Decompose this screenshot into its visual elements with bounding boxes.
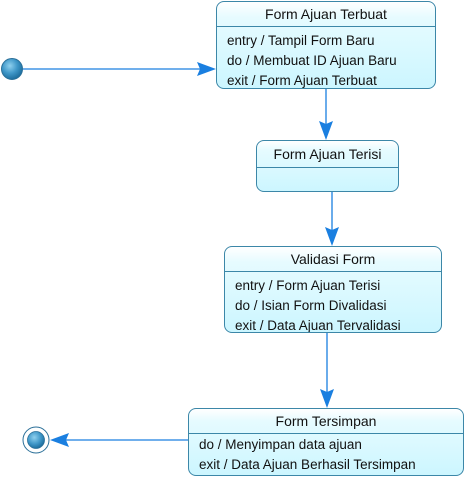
arrowhead-form-ajuan-terbuat — [197, 62, 216, 76]
arrowhead-form-tersimpan — [320, 389, 334, 408]
state-actions — [257, 168, 398, 174]
state-actions: do / Menyimpan data ajuan exit / Data Aj… — [189, 434, 463, 475]
state-form-ajuan-terisi: Form Ajuan Terisi — [256, 140, 399, 192]
state-actions: entry / Form Ajuan Terisi do / Isian For… — [225, 272, 441, 333]
do-action: do / Menyimpan data ajuan — [199, 437, 362, 452]
state-title: Form Ajuan Terbuat — [217, 2, 435, 27]
initial-node — [1, 58, 23, 80]
arrowhead-form-ajuan-terisi — [319, 121, 333, 140]
exit-action: exit / Data Ajuan Tervalidasi — [235, 318, 401, 333]
state-validasi-form: Validasi Form entry / Form Ajuan Terisi … — [224, 246, 442, 333]
state-title: Validasi Form — [225, 247, 441, 272]
state-title: Form Ajuan Terisi — [257, 141, 398, 168]
state-form-tersimpan: Form Tersimpan do / Menyimpan data ajuan… — [188, 408, 464, 476]
exit-action: exit / Data Ajuan Berhasil Tersimpan — [199, 457, 416, 472]
do-action: do / Membuat ID Ajuan Baru — [227, 53, 397, 68]
entry-action: entry / Form Ajuan Terisi — [235, 278, 381, 293]
state-title: Form Tersimpan — [189, 409, 463, 434]
final-node-inner — [27, 431, 45, 449]
state-form-ajuan-terbuat: Form Ajuan Terbuat entry / Tampil Form B… — [216, 1, 436, 89]
arrowhead-final — [50, 433, 69, 447]
state-actions: entry / Tampil Form Baru do / Membuat ID… — [217, 27, 435, 88]
do-action: do / Isian Form Divalidasi — [235, 298, 387, 313]
entry-action: entry / Tampil Form Baru — [227, 33, 375, 48]
arrowhead-validasi-form — [325, 227, 339, 246]
exit-action: exit / Form Ajuan Terbuat — [227, 73, 377, 88]
